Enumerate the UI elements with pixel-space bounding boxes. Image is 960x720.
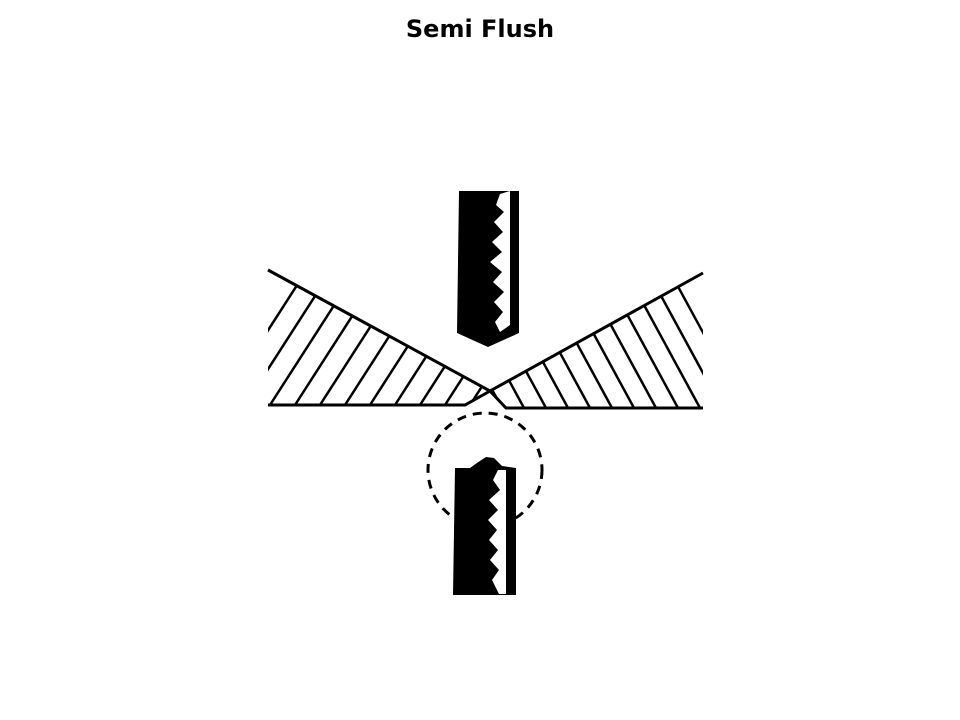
bottom-electrode [453, 457, 516, 595]
hatch-line [601, 273, 680, 408]
hatch-line [268, 270, 312, 405]
hatch-line [513, 273, 592, 408]
hatch-line [645, 273, 703, 408]
hatch-line [268, 270, 362, 405]
hatch-line [268, 270, 337, 405]
top-electrode [457, 191, 519, 347]
hatch-line [623, 273, 702, 408]
slide-title: Semi Flush [405, 15, 555, 43]
hatch-line [667, 273, 703, 408]
hatch-line [490, 273, 526, 408]
left-plate [267, 268, 494, 407]
hatch-line [368, 270, 462, 405]
hatch-line [443, 270, 490, 405]
hatch-line [318, 270, 412, 405]
dashed-circle-highlight [426, 411, 544, 529]
hatch-line [557, 273, 636, 408]
hatch-line [293, 270, 387, 405]
hatch-line [579, 273, 658, 408]
hatch-line [535, 273, 614, 408]
